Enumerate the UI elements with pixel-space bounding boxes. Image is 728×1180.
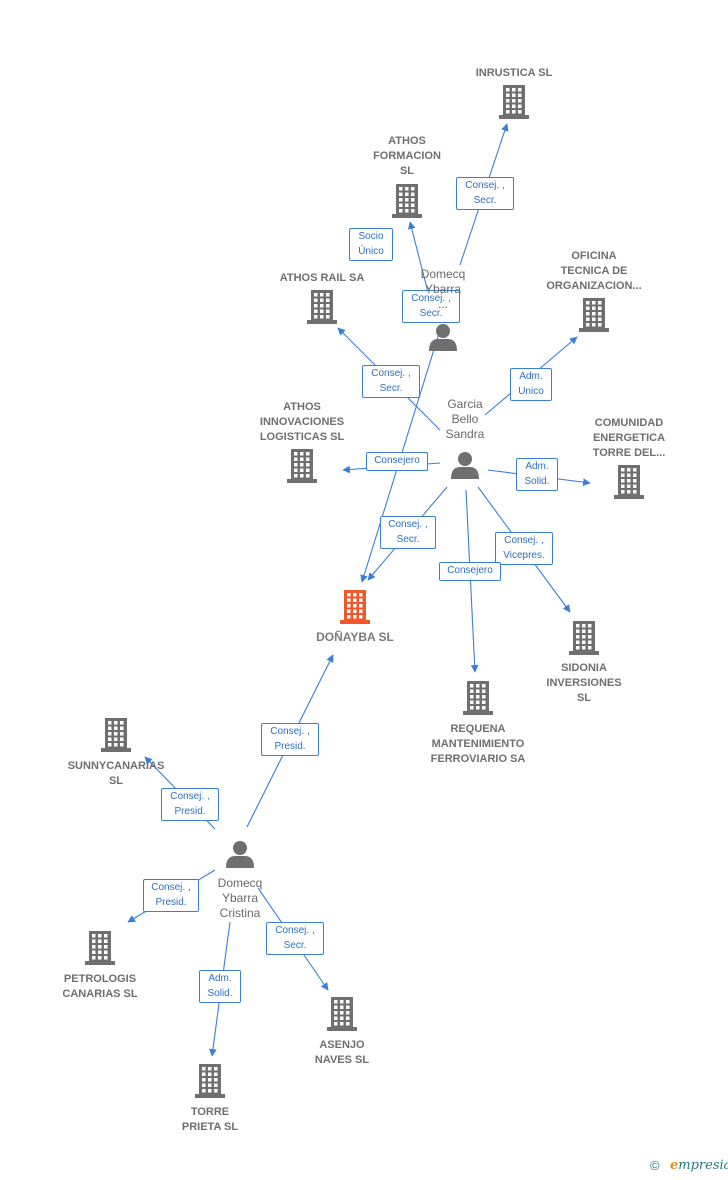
building-icon[interactable] xyxy=(569,621,599,655)
edge-garcia-to-requena xyxy=(465,489,479,673)
building-icon[interactable] xyxy=(327,997,357,1031)
edge-label-domecq_top-to-inrustica[interactable]: Consej. , Secr. xyxy=(456,177,514,210)
building-icon[interactable] xyxy=(392,184,422,218)
node-label-asenjo[interactable]: ASENJO NAVES SL xyxy=(314,1039,370,1066)
building-icon[interactable] xyxy=(85,931,115,965)
building-icon[interactable] xyxy=(614,465,644,499)
edge-label-garcia-to-oficina_tecnica[interactable]: Adm. Unico xyxy=(510,368,552,401)
edge-label-domecq_top-to-athos_formacion[interactable]: Socio Único xyxy=(349,228,393,261)
edge-label-garcia-to-donayba[interactable]: Consej. , Secr. xyxy=(380,516,436,549)
edge-label-garcia-to-requena[interactable]: Consejero xyxy=(439,562,501,581)
building-icon[interactable] xyxy=(307,290,337,324)
node-label-torre-prieta[interactable]: TORRE PRIETA SL xyxy=(181,1106,239,1133)
edge-label-garcia-to-comunidad_energetica[interactable]: Adm. Solid. xyxy=(516,458,558,491)
node-label-sidonia[interactable]: SIDONIA INVERSIONES SL xyxy=(546,662,622,704)
edge-label-domecq_cristina-to-asenjo[interactable]: Consej. , Secr. xyxy=(266,922,324,955)
person-icon[interactable] xyxy=(429,324,457,351)
node-label-garcia[interactable]: Garcia Bello Sandra xyxy=(445,397,485,441)
node-label-oficina-tecnica[interactable]: OFICINA TECNICA DE ORGANIZACION... xyxy=(546,250,642,292)
brand-logo-rest: mpresia xyxy=(678,1158,728,1173)
brand-logo-initial: e xyxy=(670,1158,679,1173)
node-label-athos-rail[interactable]: ATHOS RAIL SA xyxy=(279,272,365,284)
node-label-domecq-cristina[interactable]: Domecq Ybarra Cristina xyxy=(217,876,263,920)
edge-label-domecq_cristina-to-torre_prieta[interactable]: Adm. Solid. xyxy=(199,970,241,1003)
edge-domecq_top-to-athos_formacion xyxy=(407,221,431,301)
building-icon[interactable] xyxy=(463,681,493,715)
edge-label-garcia-to-athos_rail[interactable]: Consej. , Secr. xyxy=(362,365,420,398)
node-label-comunidad-energetica[interactable]: COMUNIDAD ENERGETICA TORRE DEL... xyxy=(592,417,666,459)
edge-label-garcia-to-athos_innovaciones[interactable]: Consejero xyxy=(366,452,428,471)
node-label-sunnycanarias[interactable]: SUNNYCANARIAS SL xyxy=(67,760,165,787)
building-icon[interactable] xyxy=(340,590,370,624)
node-label-inrustica[interactable]: INRUSTICA SL xyxy=(475,67,553,79)
edge-label-domecq_top-to-donayba[interactable]: Consej. , Secr. xyxy=(402,290,460,323)
edge-label-domecq_cristina-to-petrologis[interactable]: Consej. , Presid. xyxy=(143,879,199,912)
node-label-athos-innovaciones[interactable]: ATHOS INNOVACIONES LOGISTICAS SL xyxy=(259,401,345,443)
person-icon[interactable] xyxy=(226,841,254,868)
building-icon[interactable] xyxy=(287,449,317,483)
node-label-requena[interactable]: REQUENA MANTENIMIENTO FERROVIARIO SA xyxy=(430,723,526,765)
copyright-symbol: © xyxy=(650,1158,660,1173)
node-label-petrologis[interactable]: PETROLOGIS CANARIAS SL xyxy=(62,973,138,1000)
node-label-athos-formacion[interactable]: ATHOS FORMACION SL xyxy=(373,135,441,177)
node-label-domecq-top[interactable]: Domecq Ybarra ... xyxy=(420,267,466,311)
building-icon[interactable] xyxy=(579,298,609,332)
brand-logo[interactable]: empresia xyxy=(670,1158,728,1173)
edge-label-garcia-to-sidonia[interactable]: Consej. , Vicepres. xyxy=(495,532,553,565)
edge-label-domecq_cristina-to-donayba[interactable]: Consej. , Presid. xyxy=(261,723,319,756)
person-icon[interactable] xyxy=(451,452,479,479)
node-label-donayba[interactable]: DOÑAYBA SL xyxy=(316,630,394,644)
building-icon[interactable] xyxy=(195,1064,225,1098)
building-icon[interactable] xyxy=(101,718,131,752)
edge-label-domecq_cristina-to-sunnycanarias[interactable]: Consej. , Presid. xyxy=(161,788,219,821)
building-icon[interactable] xyxy=(499,85,529,119)
